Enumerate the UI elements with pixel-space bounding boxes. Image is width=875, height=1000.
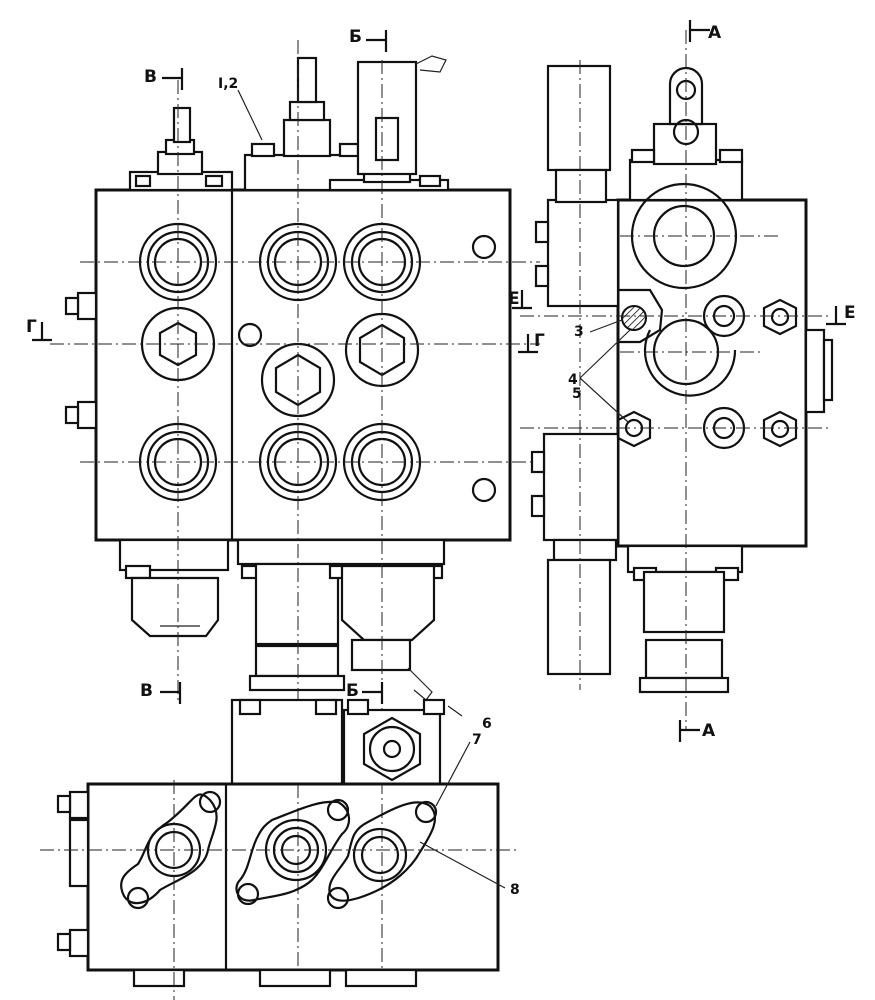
callout-8: 8 bbox=[510, 882, 520, 898]
section-label-e-right: Е bbox=[844, 303, 856, 323]
side-valve-body bbox=[616, 198, 808, 548]
front-view bbox=[50, 40, 540, 980]
callout-4: 4 bbox=[568, 372, 578, 388]
section-label-v-bottom: В bbox=[140, 681, 153, 701]
section-label-a-top: А bbox=[708, 23, 722, 43]
side-view bbox=[520, 30, 834, 730]
section-label-g-left: Г bbox=[26, 317, 37, 337]
bottom-spool-caps bbox=[118, 538, 446, 701]
mounting-hole bbox=[471, 477, 497, 503]
mounting-hole bbox=[237, 322, 263, 348]
front-valve-body bbox=[94, 188, 512, 542]
mounting-hole bbox=[471, 234, 497, 260]
callout-5: 5 bbox=[572, 386, 582, 402]
section-label-g-mid: Г bbox=[534, 331, 545, 351]
section-label-a-bottom: А bbox=[702, 721, 716, 741]
callout-leaders bbox=[237, 89, 631, 889]
bottom-view bbox=[40, 698, 520, 1000]
hatched-pin bbox=[621, 305, 647, 331]
section-label-b-top: Б bbox=[349, 27, 362, 47]
section-label-v-top: В bbox=[144, 67, 157, 87]
callout-7: 7 bbox=[472, 732, 482, 748]
callout-3: 3 bbox=[574, 324, 584, 340]
section-label-e-left: Е bbox=[508, 289, 520, 309]
left-side-plugs bbox=[64, 291, 98, 430]
section-label-b-bottom: Б bbox=[346, 681, 359, 701]
callout-1-2: I,2 bbox=[218, 76, 238, 92]
callout-6: 6 bbox=[482, 716, 492, 732]
section-marks bbox=[32, 20, 846, 742]
